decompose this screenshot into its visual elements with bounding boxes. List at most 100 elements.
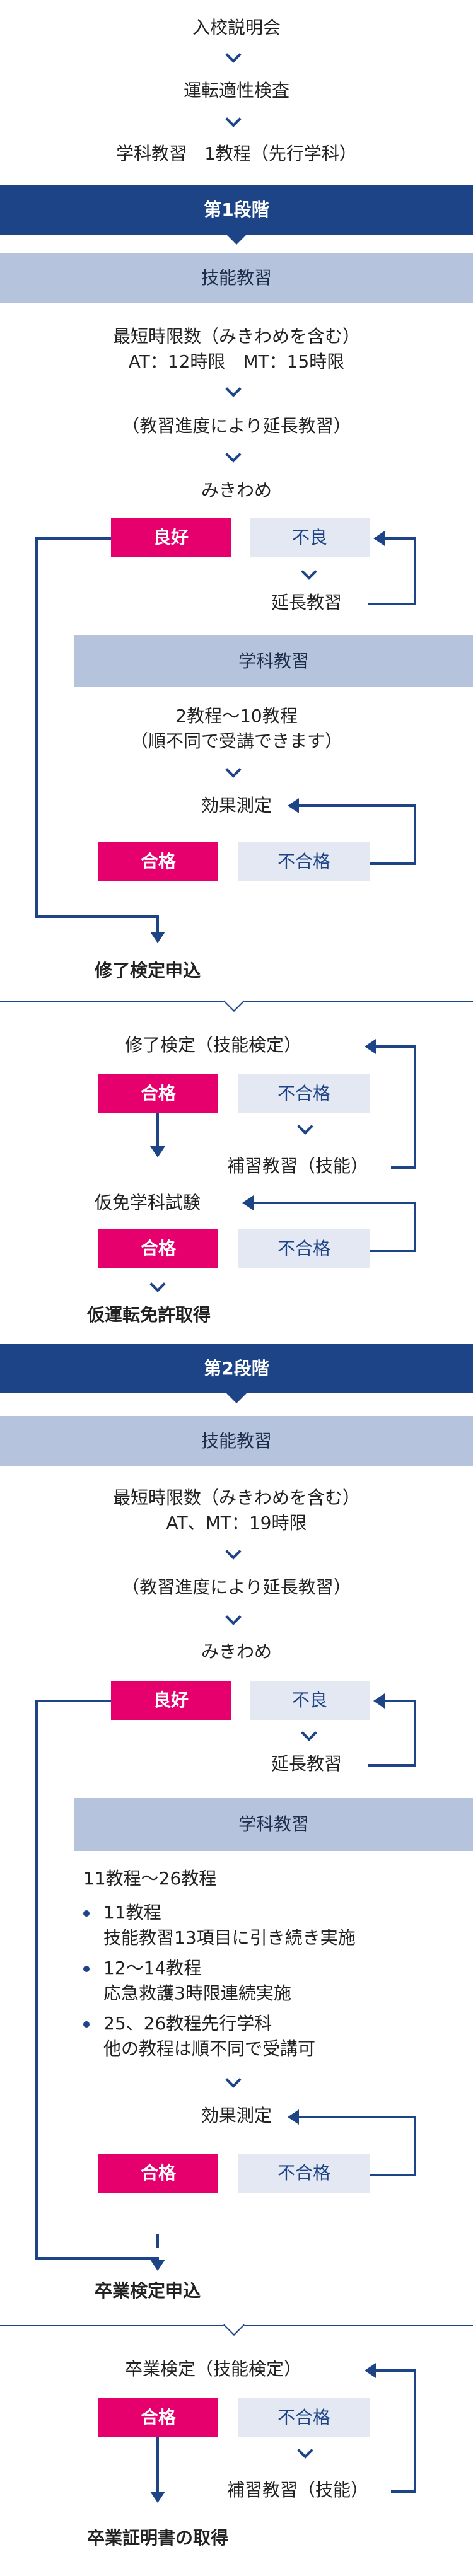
stage2-academic-section: 学科教習 — [74, 1798, 473, 1851]
chevron-down-icon — [301, 564, 317, 580]
chevron-down-icon — [225, 47, 242, 63]
stage2-skill-section: 技能教習 — [0, 1416, 473, 1466]
loop-line — [370, 1250, 416, 1252]
chevron-down-icon — [225, 446, 242, 463]
arrow-left-icon — [365, 2363, 376, 2378]
stage2-item-2-title: 12〜14教程 — [103, 1958, 202, 1978]
arrow-down-icon — [150, 2492, 165, 2503]
stage2-notch — [226, 1393, 247, 1403]
loop-line — [391, 1166, 416, 1169]
stage1-provisional-fail: 不合格 — [238, 1229, 370, 1268]
step-aptitude-test: 運転適性検査 — [183, 80, 289, 101]
stage2-pass-box: 合格 — [98, 2154, 218, 2193]
stage2-item-1-detail: 技能教習13項目に引き続き実施 — [103, 1927, 356, 1948]
chevron-down-icon — [297, 2442, 313, 2459]
chevron-down-icon — [225, 381, 242, 397]
stage1-completion-exam: 修了検定（技能検定） — [125, 1035, 302, 1055]
stage2-min-hours-label: 最短時限数（みきわめを含む） — [112, 1487, 360, 1508]
stage1-academic-order: （順不同で受講できます） — [130, 731, 342, 751]
stage2-good-box: 良好 — [111, 1681, 231, 1720]
stage2-graduation-exam: 卒業検定（技能検定） — [125, 2358, 302, 2379]
stage2-supplementary: 補習教習（技能） — [227, 2480, 369, 2500]
chevron-down-icon — [225, 2072, 242, 2088]
loop-line — [368, 603, 416, 605]
stage2-item-3-title: 25、26教程先行学科 — [103, 2013, 272, 2034]
stage1-extension-training: 延長教習 — [271, 592, 342, 613]
stage2-mikiwame: みきわめ — [201, 1641, 272, 1662]
loop-line — [370, 2174, 416, 2176]
stage1-extension-note: （教習進度により延長教習） — [122, 415, 351, 436]
step-first-academic: 学科教習 1教程（先行学科） — [116, 143, 357, 164]
stage1-notch — [226, 235, 247, 245]
loop-line — [414, 1700, 416, 1767]
stage1-provisional-exam: 仮免学科試験 — [95, 1192, 201, 1213]
stage2-effect-test: 効果測定 — [201, 2105, 272, 2126]
arrow-down-icon — [150, 932, 165, 943]
good-path-line — [156, 915, 159, 932]
arrow-left-icon — [288, 2109, 299, 2125]
stage2-apply-graduation: 卒業検定申込 — [95, 2280, 201, 2301]
arrow-down-icon — [150, 1146, 165, 1157]
stage1-supplementary: 補習教習（技能） — [227, 1156, 369, 1176]
stage2-item-2-detail: 応急救護3時限連続実施 — [103, 1983, 291, 2004]
stage1-effect-test: 効果測定 — [201, 795, 272, 816]
stage2-extension-note: （教習進度により延長教習） — [122, 1577, 351, 1598]
divider-notch — [223, 2314, 245, 2336]
stage1-min-hours-label: 最短時限数（みきわめを含む） — [112, 326, 360, 347]
loop-line — [391, 2490, 416, 2493]
stage1-fail-box: 不合格 — [238, 842, 370, 881]
divider-notch — [223, 990, 245, 1012]
good-path-line — [35, 1700, 38, 2260]
loop-line — [382, 537, 416, 540]
bullet-icon — [83, 1910, 90, 1917]
loop-line — [414, 2369, 416, 2493]
stage1-good-box: 良好 — [111, 518, 231, 557]
stage1-completion-pass: 合格 — [98, 1074, 218, 1113]
arrow-left-icon — [365, 1039, 376, 1054]
chevron-down-icon — [301, 1725, 317, 1741]
stage2-certificate: 卒業証明書の取得 — [87, 2527, 229, 2548]
good-path-line — [35, 537, 38, 918]
loop-line — [414, 1045, 416, 1169]
stage2-min-hours-values: AT、MT：19時限 — [166, 1512, 307, 1533]
stage2-academic-range: 11教程〜26教程 — [83, 1868, 217, 1889]
good-path-line — [35, 1700, 111, 1702]
bullet-icon — [83, 2021, 90, 2028]
stage2-graduation-pass: 合格 — [98, 2398, 218, 2437]
loop-line — [414, 804, 416, 865]
stage1-academic-section: 学科教習 — [74, 635, 473, 687]
chevron-down-icon — [225, 111, 242, 127]
chevron-down-icon — [225, 1609, 242, 1625]
loop-line — [298, 2116, 416, 2118]
stage2-item-1-title: 11教程 — [103, 1902, 161, 1923]
stage2-extension-training: 延長教習 — [271, 1753, 342, 1774]
chevron-down-icon — [149, 1276, 166, 1292]
good-path-line — [35, 537, 111, 540]
stage1-pass-box: 合格 — [98, 842, 218, 881]
chevron-down-icon — [225, 762, 242, 778]
good-path-line — [156, 2234, 159, 2248]
stage1-completion-fail: 不合格 — [238, 1074, 370, 1113]
stage2-graduation-fail: 不合格 — [238, 2398, 370, 2437]
loop-line — [368, 1764, 416, 1767]
bullet-icon — [83, 1966, 90, 1972]
stage1-min-hours-values: AT：12時限 MT：15時限 — [128, 351, 345, 372]
loop-line — [375, 2369, 416, 2372]
arrow-left-icon — [288, 798, 299, 813]
loop-line — [252, 1202, 416, 1204]
stage1-mikiwame: みきわめ — [201, 480, 272, 501]
chevron-down-icon — [225, 1543, 242, 1560]
arrow-left-icon — [373, 1693, 385, 1709]
loop-line — [414, 537, 416, 605]
loop-line — [414, 1202, 416, 1252]
stage2-item-3-detail: 他の教程は順不同で受講可 — [103, 2038, 316, 2059]
loop-line — [414, 2116, 416, 2176]
pass-line — [156, 2437, 159, 2494]
arrow-left-icon — [373, 531, 385, 546]
stage1-bad-box: 不良 — [250, 518, 370, 557]
stage1-apply-completion: 修了検定申込 — [95, 960, 201, 981]
stage1-provisional-pass: 合格 — [98, 1229, 218, 1268]
arrow-down-icon — [150, 2260, 165, 2271]
stage1-provisional-license: 仮運転免許取得 — [87, 1304, 211, 1325]
stage1-academic-range: 2教程〜10教程 — [175, 705, 298, 726]
